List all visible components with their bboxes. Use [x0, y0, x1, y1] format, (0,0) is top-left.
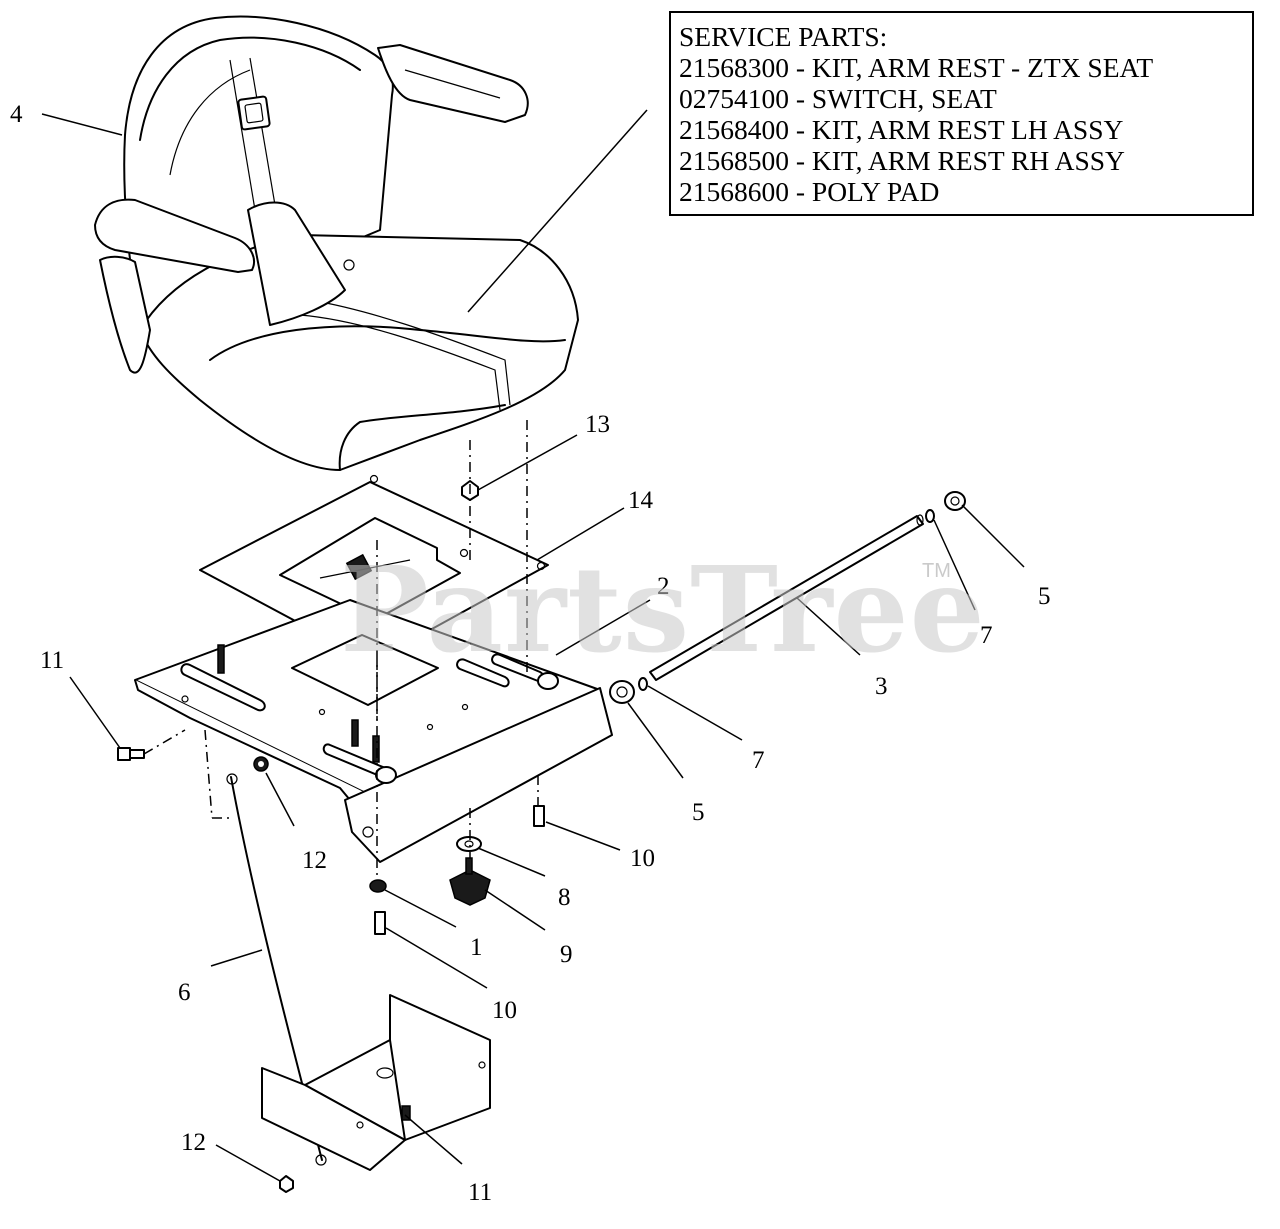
bolt-11-upper[interactable] [117, 747, 145, 761]
callout-5-right: 5 [1038, 583, 1051, 610]
callout-7-left: 7 [752, 747, 765, 774]
callout-12-upper: 12 [302, 847, 327, 874]
callout-10-left: 10 [492, 997, 517, 1024]
service-parts-box: SERVICE PARTS: 21568300 - KIT, ARM REST … [669, 11, 1254, 216]
washer-8[interactable] [456, 836, 482, 852]
assembly-lines [143, 420, 539, 880]
washer-12-upper[interactable] [253, 756, 269, 772]
service-part-item: 21568400 - KIT, ARM REST LH ASSY [679, 114, 1124, 145]
clip-right[interactable] [925, 509, 935, 523]
callout-9: 9 [560, 941, 573, 968]
service-part-item: 21568600 - POLY PAD [679, 176, 940, 207]
seat-assembly[interactable] [94, 15, 579, 471]
callout-11-upper: 11 [40, 647, 64, 674]
seat-switch-9[interactable] [449, 857, 491, 906]
callout-12-lower: 12 [181, 1129, 206, 1156]
callout-14: 14 [628, 487, 654, 514]
callout-3: 3 [875, 673, 888, 700]
bushing-left[interactable] [609, 680, 635, 704]
callout-labels: 4 13 14 2 3 5 7 7 5 11 12 10 8 9 1 10 6 … [10, 101, 1051, 1206]
pin-10-right[interactable] [533, 805, 545, 827]
service-parts-heading: SERVICE PARTS: [679, 21, 888, 52]
watermark-text: PartsTree [340, 540, 986, 679]
washer-12-lower[interactable] [279, 1175, 294, 1193]
service-part-item: 21568300 - KIT, ARM REST - ZTX SEAT [679, 52, 1154, 83]
pin-10-left[interactable] [374, 911, 386, 935]
watermark-trademark: TM [922, 560, 951, 582]
callout-1: 1 [470, 934, 483, 961]
leader-lines [41, 109, 1025, 1182]
callout-5-left: 5 [692, 799, 705, 826]
callout-2: 2 [657, 573, 670, 600]
callout-7-right: 7 [980, 622, 993, 649]
mounting-bracket[interactable] [261, 994, 491, 1171]
pivot-rod[interactable] [649, 514, 924, 681]
service-part-item: 02754100 - SWITCH, SEAT [679, 83, 997, 114]
callout-10-right: 10 [630, 845, 655, 872]
seat-pan[interactable] [134, 599, 613, 863]
clip-left[interactable] [638, 677, 648, 691]
service-part-item: 21568500 - KIT, ARM REST RH ASSY [679, 145, 1125, 176]
callout-13: 13 [585, 411, 610, 438]
washer-1[interactable] [369, 879, 387, 893]
callout-4: 4 [10, 101, 23, 128]
callout-8: 8 [558, 884, 571, 911]
callout-6: 6 [178, 979, 191, 1006]
callout-11-lower: 11 [468, 1179, 492, 1206]
bushing-right[interactable] [944, 491, 966, 511]
